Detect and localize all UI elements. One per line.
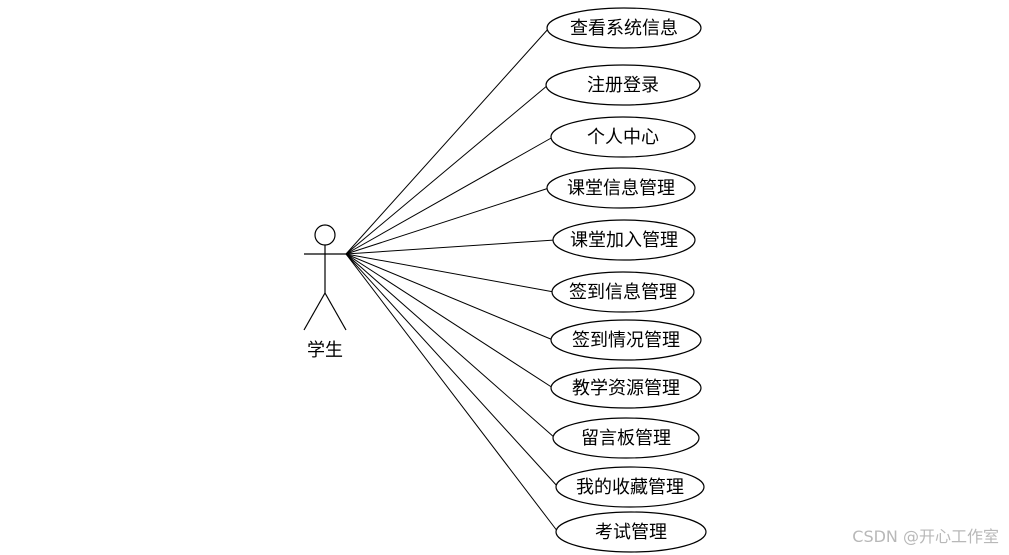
use-case-label: 教学资源管理	[572, 378, 680, 399]
actor-label: 学生	[307, 340, 343, 361]
use-case-label: 我的收藏管理	[576, 477, 684, 498]
association-line	[345, 253, 555, 293]
use-case: 教学资源管理	[550, 367, 702, 409]
use-case-label: 签到情况管理	[572, 330, 680, 351]
use-case-ellipse	[552, 219, 696, 261]
association-line	[345, 253, 559, 533]
use-case-label: 课堂加入管理	[570, 230, 678, 251]
use-case-ellipse	[546, 167, 696, 209]
use-case-label: 查看系统信息	[570, 18, 678, 39]
use-case-ellipse	[552, 417, 700, 459]
association-line	[345, 84, 549, 255]
use-case: 注册登录	[545, 64, 701, 106]
use-case: 考试管理	[555, 511, 707, 553]
association-lines	[345, 27, 559, 533]
use-case-ellipse	[555, 511, 707, 553]
use-case-ellipse	[545, 64, 701, 106]
use-case-label: 留言板管理	[581, 428, 671, 449]
use-case: 课堂加入管理	[552, 219, 696, 261]
use-case-label: 个人中心	[587, 127, 659, 148]
association-line	[345, 239, 556, 255]
watermark-text: CSDN @开心工作室	[852, 527, 999, 546]
use-case-label: 课堂信息管理	[567, 178, 675, 199]
use-case: 签到情况管理	[550, 319, 702, 361]
use-case-label: 签到信息管理	[569, 282, 677, 303]
use-case: 我的收藏管理	[555, 466, 705, 508]
use-case-label: 注册登录	[587, 75, 659, 96]
association-line	[345, 253, 554, 341]
association-line	[345, 27, 550, 255]
use-case: 留言板管理	[552, 417, 700, 459]
use-case-group: 查看系统信息注册登录个人中心课堂信息管理课堂加入管理签到信息管理签到情况管理教学…	[545, 7, 707, 553]
actor-right-leg	[324, 292, 347, 331]
actor-left-leg	[303, 292, 326, 331]
use-case: 个人中心	[550, 116, 696, 158]
association-line	[345, 187, 550, 255]
association-line	[345, 253, 559, 488]
association-line	[345, 136, 554, 255]
use-case-ellipse	[551, 271, 695, 313]
use-case: 查看系统信息	[546, 7, 702, 49]
use-case-ellipse	[550, 116, 696, 158]
use-case-ellipse	[546, 7, 702, 49]
association-line	[345, 253, 556, 439]
use-case: 签到信息管理	[551, 271, 695, 313]
association-line	[345, 253, 554, 389]
use-case-ellipse	[555, 466, 705, 508]
actor-student: 学生	[303, 224, 347, 361]
actor-head	[314, 224, 336, 246]
use-case-ellipse	[550, 319, 702, 361]
use-case: 课堂信息管理	[546, 167, 696, 209]
use-case-ellipse	[550, 367, 702, 409]
use-case-label: 考试管理	[595, 522, 667, 543]
